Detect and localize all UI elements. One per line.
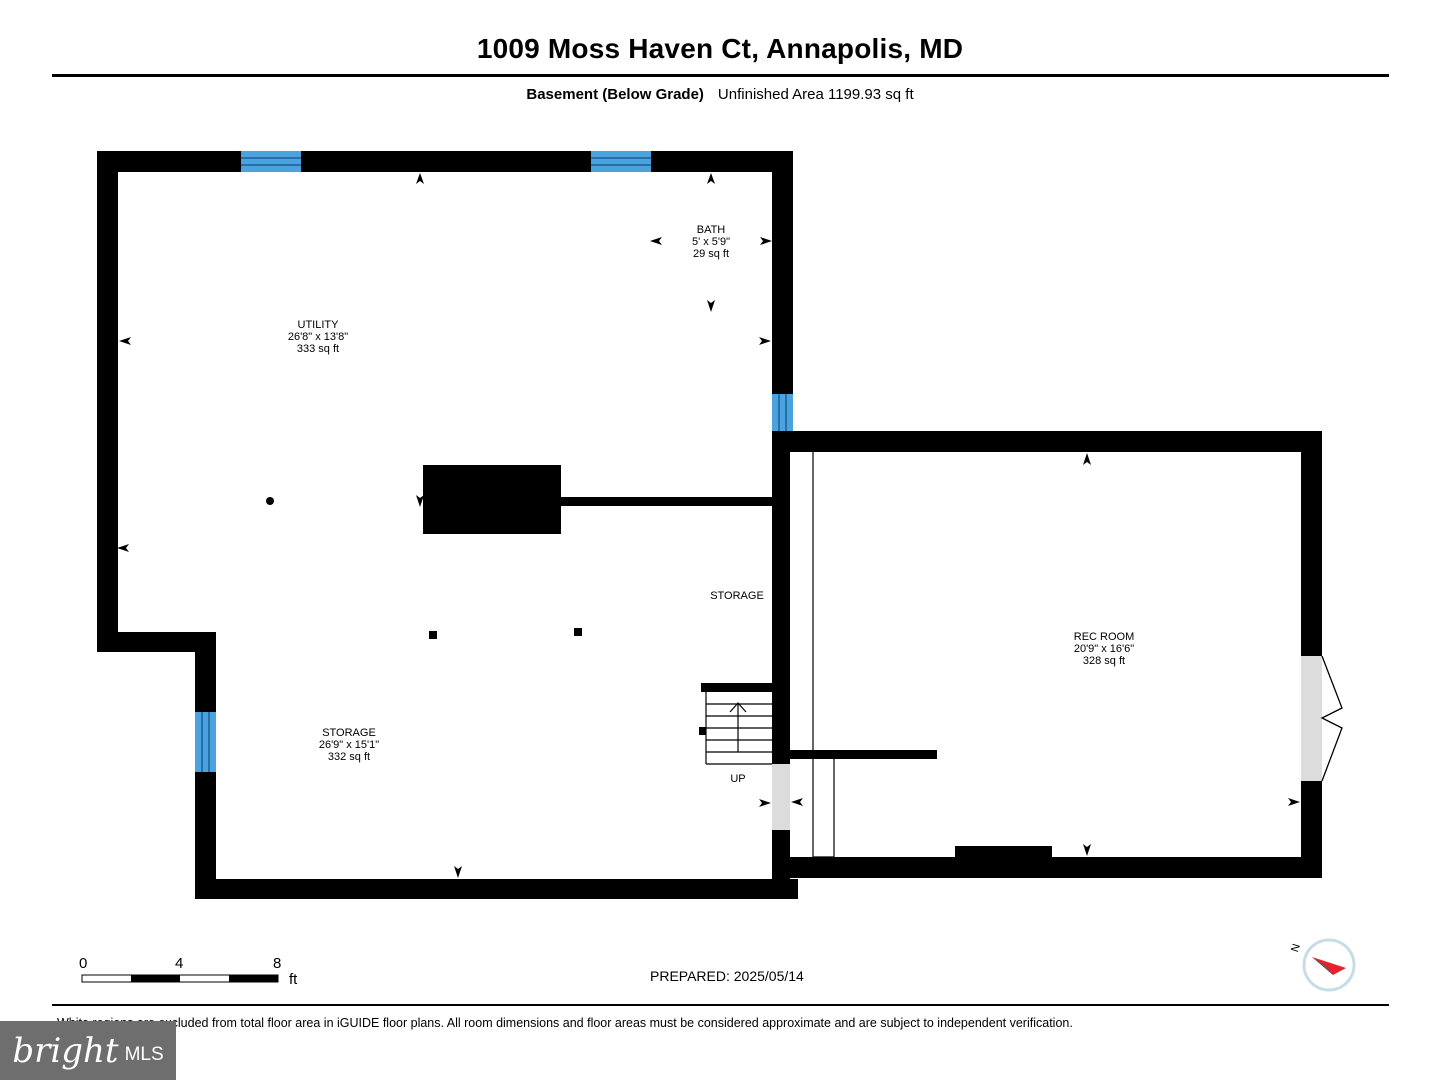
footer-rule: [52, 1004, 1389, 1006]
scale-bar: [81, 974, 279, 983]
windows: [195, 151, 793, 772]
level-name: Basement (Below Grade): [526, 86, 704, 103]
compass-arrow: [1312, 957, 1346, 975]
stairs-label: UP: [730, 773, 746, 785]
french-door: [1301, 655, 1343, 782]
header-rule: [52, 74, 1389, 77]
disclaimer: White regions are excluded from total fl…: [57, 1016, 1073, 1030]
window-storage-left: [195, 712, 216, 772]
unfinished-area: Unfinished Area 1199.93 sq ft: [717, 86, 914, 103]
window-top-left: [241, 151, 301, 172]
dimension-markers: [117, 173, 1300, 878]
doorway-opening: [772, 764, 790, 830]
walls: [97, 151, 1322, 899]
stairs: [705, 692, 772, 765]
logo-suffix: MLS: [124, 1043, 164, 1065]
level-subtitle: Basement (Below Grade) Unfinished Area 11…: [0, 86, 1440, 103]
scale-tick-8: 8: [273, 955, 282, 972]
room-label-storage-small: STORAGE: [710, 590, 764, 602]
prepared-date: PREPARED: 2025/05/14: [650, 968, 804, 984]
scale-unit: ft: [289, 971, 298, 988]
posts: [266, 497, 582, 639]
partition-lines: [812, 452, 835, 858]
scale-tick-4: 4: [175, 955, 184, 972]
logo-brand: bright: [12, 1030, 119, 1071]
page-title: 1009 Moss Haven Ct, Annapolis, MD: [476, 33, 964, 64]
scale-tick-0: 0: [79, 955, 88, 972]
window-top-right: [591, 151, 651, 172]
window-bath: [772, 394, 793, 431]
compass: [1302, 938, 1356, 992]
